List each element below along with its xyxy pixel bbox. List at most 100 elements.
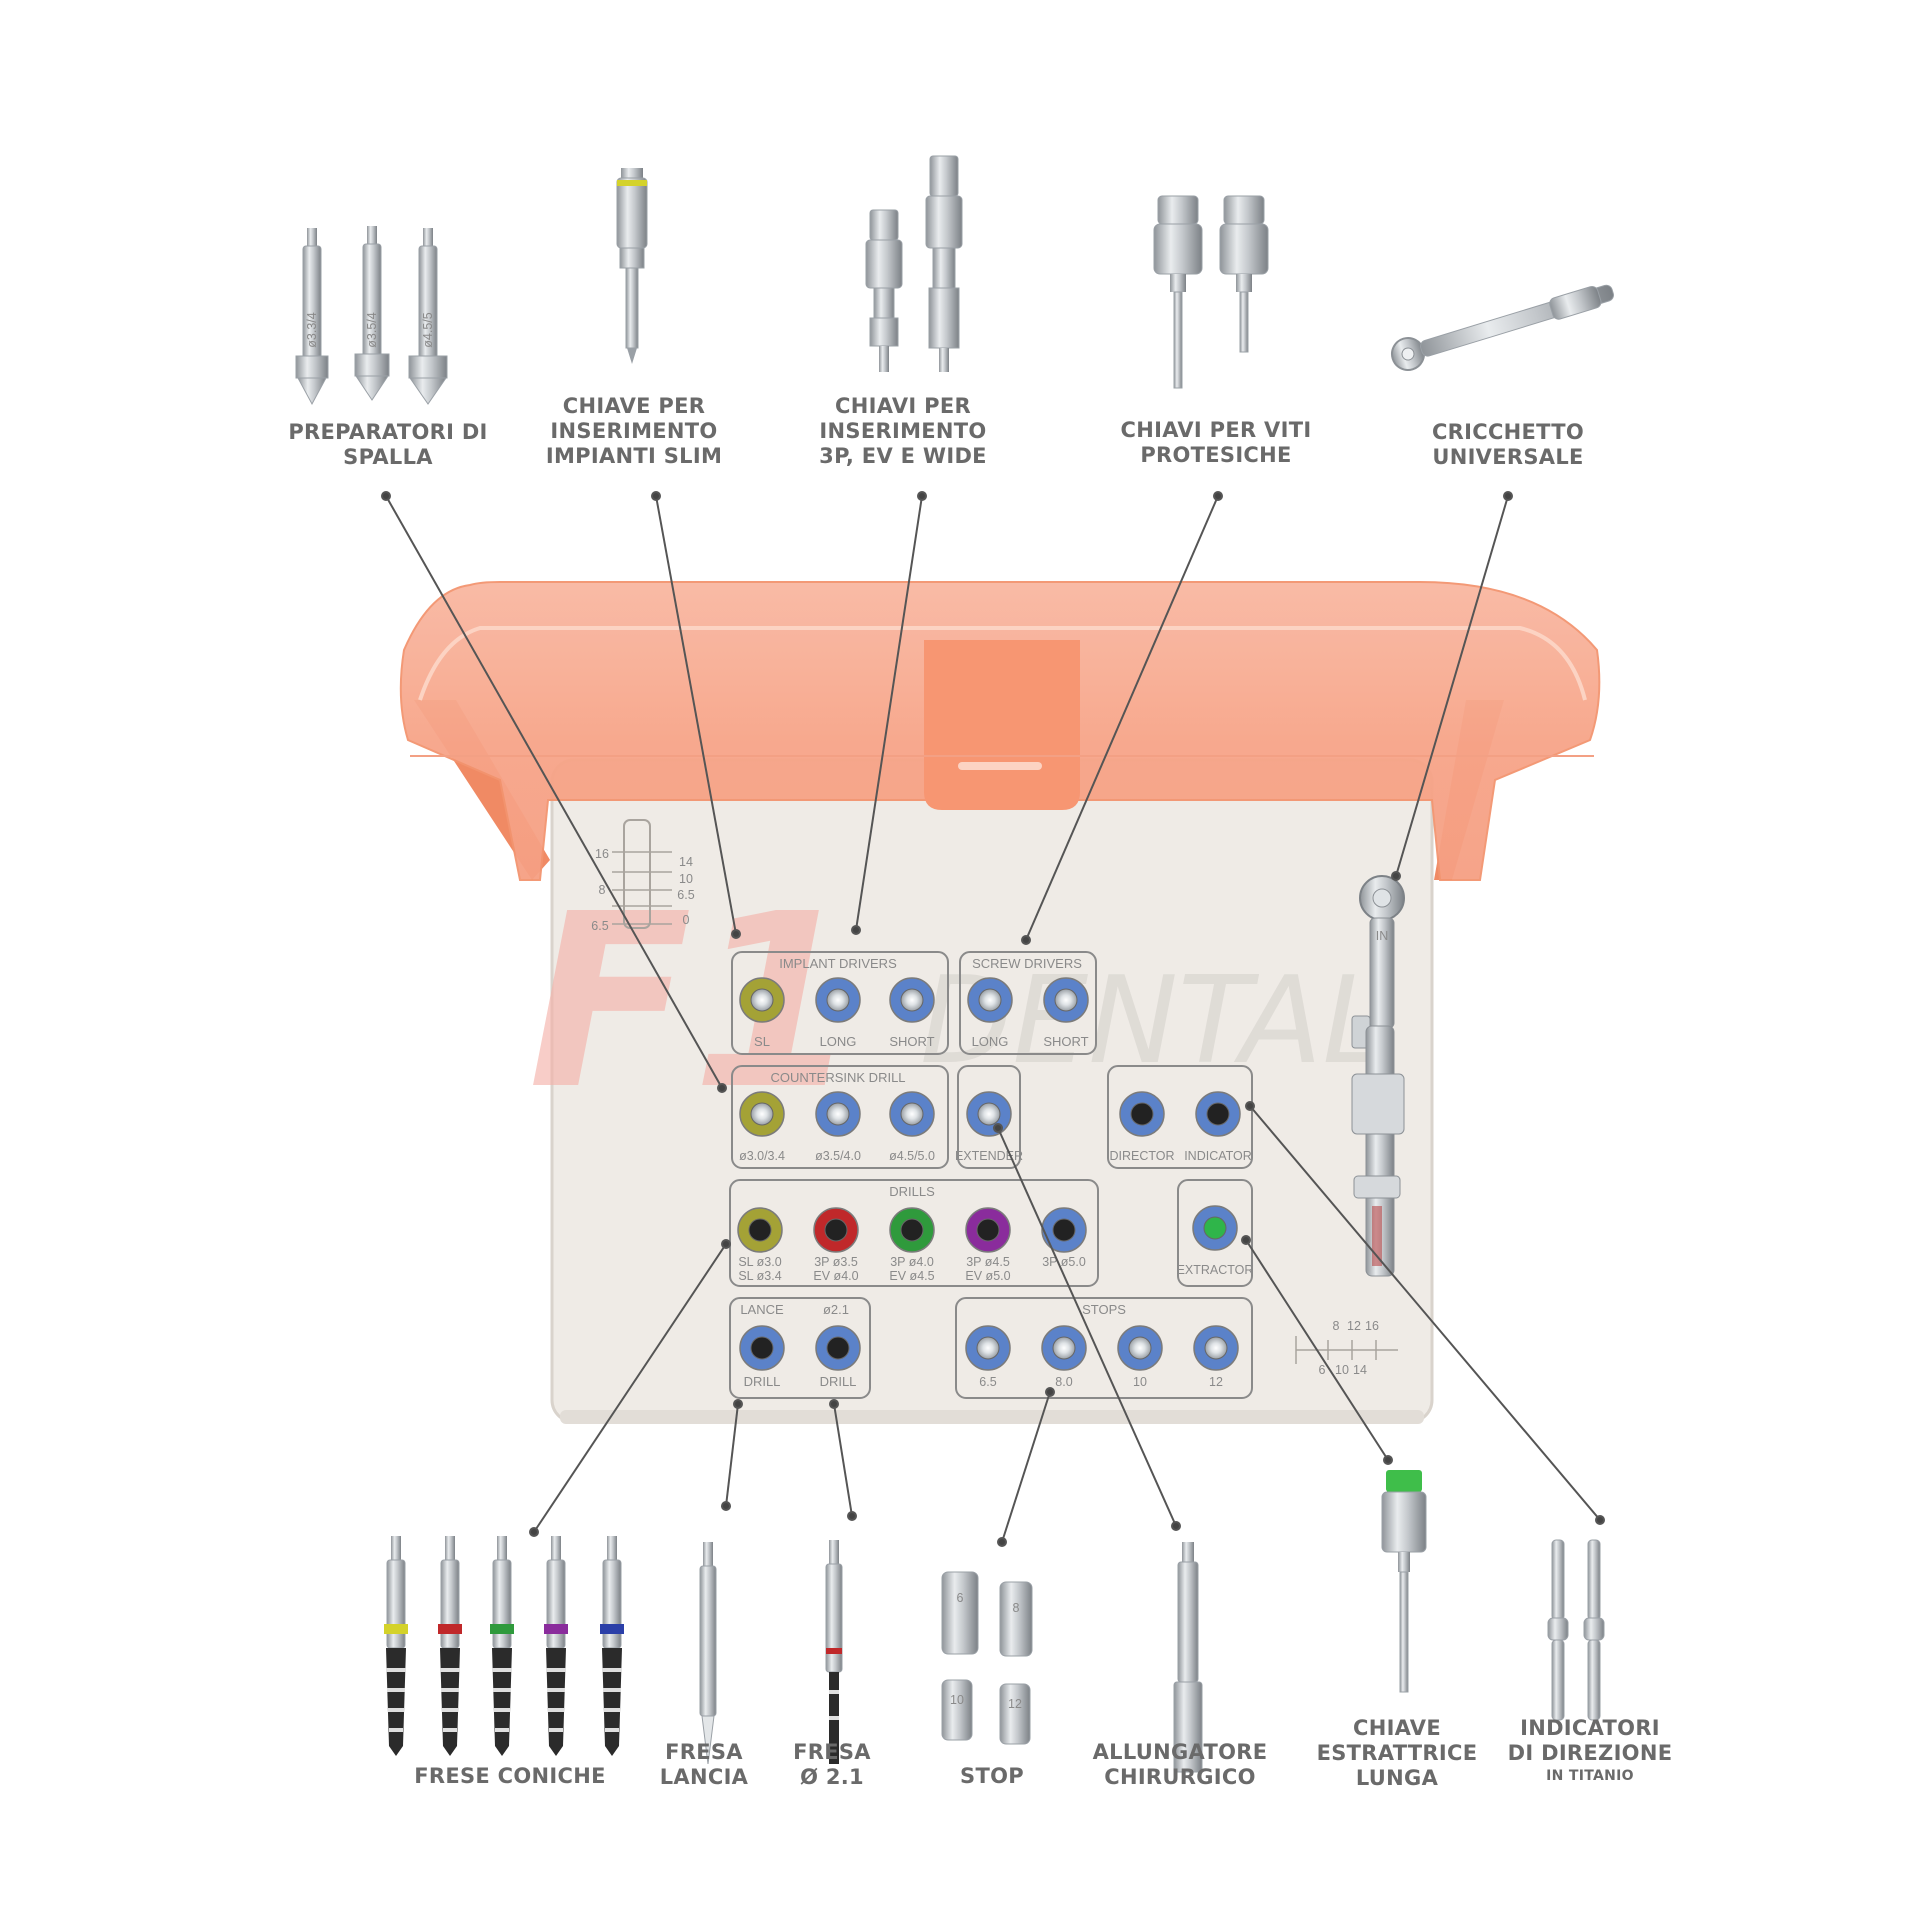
lid-clasp (924, 640, 1080, 810)
tool-direction-indicators (1547, 1539, 1605, 1721)
tray-case (399, 581, 1601, 1424)
tray-slots (737, 977, 1241, 1371)
callout-slim-line3: IMPIANTI SLIM (545, 444, 723, 468)
panel-implant-drivers (731, 951, 949, 1055)
slot-extender (966, 1091, 1012, 1137)
svg-text:12: 12 (1347, 1319, 1361, 1333)
callout-lance-line2: LANCIA (659, 1765, 749, 1789)
callout-long-extractor: CHIAVE ESTRATTRICE LUNGA (1302, 1716, 1492, 1791)
panel-screw-drivers (959, 951, 1097, 1055)
callout-conical-line1: FRESE CONICHE (414, 1764, 606, 1788)
stops-title: STOPS (1082, 1302, 1126, 1317)
slot-director (1119, 1091, 1165, 1137)
svg-text:14: 14 (1353, 1363, 1367, 1377)
brand-logo-word: DENTAL (920, 952, 1389, 1091)
panel-titles: IMPLANT DRIVERS SCREW DRIVERS COUNTERSIN… (740, 956, 1126, 1317)
callout-slim-line2: INSERIMENTO (550, 419, 718, 443)
brand-watermark: F1 DENTAL (528, 862, 1389, 1142)
slot-drill-21 (815, 1325, 861, 1371)
label-drill-3b: EV ø4.5 (889, 1269, 934, 1283)
conical-drill-3 (490, 1536, 514, 1756)
engrave-stop-8: 8 (1013, 1601, 1020, 1615)
label-drill-1a: SL ø3.0 (738, 1255, 781, 1269)
tool-surgical-extender (1173, 1542, 1203, 1773)
svg-text:10: 10 (1335, 1363, 1349, 1377)
depth-gauge-top: 16 8 6.5 14 10 6.5 0 (591, 819, 695, 933)
tool-lance-drill (699, 1542, 717, 1765)
label-cs-2: ø3.5/4.0 (815, 1149, 861, 1163)
callout-indicators-line1: INDICATORI (1520, 1716, 1660, 1740)
panel-outlines (729, 951, 1253, 1399)
conical-drill-5 (600, 1536, 624, 1756)
callout-wide-line2: INSERIMENTO (819, 419, 987, 443)
label-lance-drill: DRILL (744, 1374, 781, 1389)
callout-wide-line1: CHIAVI PER (835, 394, 971, 418)
callout-drill-21: FRESA Ø 2.1 (764, 1740, 900, 1790)
gauge-right-1: 14 (679, 855, 693, 869)
lid-clasp-slot (958, 762, 1042, 770)
callout-shoulder-preparers: PREPARATORI DI SPALLA (258, 420, 518, 470)
ratchet-in-tray: IN (1351, 875, 1405, 1277)
svg-text:8: 8 (1333, 1319, 1340, 1333)
engrave-shoulder-2: ø3.5/4 (365, 312, 379, 347)
panel-stops (955, 1297, 1253, 1399)
callout-extractor-line2: ESTRATTRICE (1316, 1741, 1478, 1765)
tool-prosthetic-drivers (1153, 195, 1269, 389)
conical-drill-2 (438, 1536, 462, 1756)
callout-lance-line1: FRESA (665, 1740, 743, 1764)
callout-wide-line3: 3P, EV E WIDE (819, 444, 987, 468)
panel-lance (729, 1297, 871, 1399)
label-drill-3a: 3P ø4.0 (890, 1255, 934, 1269)
panel-drills (729, 1179, 1099, 1287)
brand-logo-mark: F1 (528, 862, 859, 1142)
callout-extender-line2: CHIRURGICO (1104, 1765, 1256, 1789)
label-indicator: INDICATOR (1184, 1149, 1252, 1163)
label-stop-3: 10 (1133, 1375, 1147, 1389)
gauge-right-2: 10 (679, 872, 693, 886)
label-stop-1: 6.5 (979, 1375, 996, 1389)
ratchet-mark: IN (1376, 929, 1389, 943)
lance-title: LANCE (740, 1302, 784, 1317)
slot-labels: SL LONG SHORT LONG SHORT ø3.0/3.4 ø3.5/4… (738, 1034, 1253, 1389)
callout-universal-ratchet: CRICCHETTO UNIVERSALE (1388, 420, 1628, 470)
callout-stop: STOP (932, 1764, 1052, 1789)
callout-extender-line1: ALLUNGATORE (1092, 1740, 1268, 1764)
label-drill-5a: 3P ø5.0 (1042, 1255, 1086, 1269)
tool-drill-21 (825, 1540, 843, 1764)
label-short: SHORT (889, 1034, 934, 1049)
callout-ratchet-line1: CRICCHETTO (1431, 420, 1585, 444)
slot-countersink-3 (889, 1091, 935, 1137)
tool-slim-driver (616, 168, 648, 364)
callout-extractor-line3: LUNGA (1355, 1766, 1439, 1790)
panel-director (1107, 1065, 1253, 1169)
label-sl: SL (754, 1034, 770, 1049)
label-21-drill: DRILL (820, 1374, 857, 1389)
engrave-shoulder-3: ø4.5/5 (421, 312, 435, 347)
slot-screw-long (967, 977, 1013, 1023)
implant-drivers-title: IMPLANT DRIVERS (779, 956, 897, 971)
conical-drill-4 (544, 1536, 568, 1756)
panel-extractor (1177, 1179, 1253, 1287)
slot-drill-5 (1041, 1207, 1087, 1253)
gauge-right-4: 0 (683, 913, 690, 927)
label-screw-short: SHORT (1043, 1034, 1088, 1049)
tool-long-extractor (1381, 1470, 1427, 1693)
diam21-title: ø2.1 (823, 1302, 849, 1317)
callout-ratchet-line2: UNIVERSALE (1432, 445, 1584, 469)
callout-extractor-line1: CHIAVE (1352, 1716, 1442, 1740)
slot-drill-2 (813, 1207, 859, 1253)
gauge-left-1: 16 (595, 847, 609, 861)
conical-drill-1 (384, 1536, 408, 1756)
slot-lance-drill (739, 1325, 785, 1371)
tool-shoulder-preparers: ø3.3/4 ø3.5/4 ø4.5/5 (295, 226, 448, 406)
label-cs-3: ø4.5/5.0 (889, 1149, 935, 1163)
label-director: DIRECTOR (1109, 1149, 1174, 1163)
engrave-stop-6: 6 (957, 1591, 964, 1605)
callout-prosthetic-drivers: CHIAVI PER VITI PROTESICHE (1096, 418, 1336, 468)
callout-drill21-line2: Ø 2.1 (800, 1765, 864, 1789)
tool-wide-drivers (865, 155, 963, 372)
depth-gauge-bottom (1295, 1336, 1398, 1364)
callout-indicators-sub: IN TITANIO (1546, 1768, 1634, 1784)
slot-stop-2 (1041, 1325, 1087, 1371)
